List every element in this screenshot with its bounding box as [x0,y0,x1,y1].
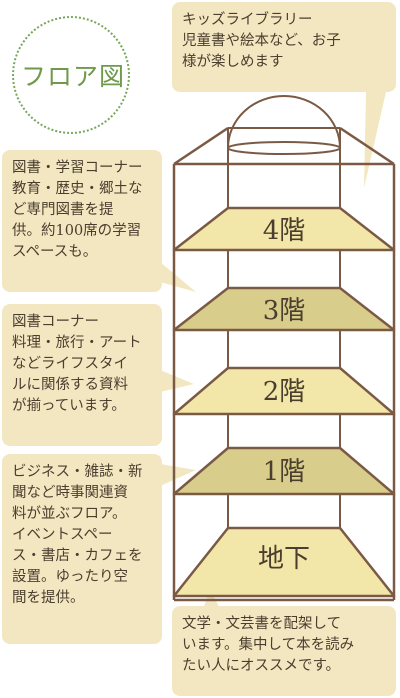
dome-base [227,141,341,155]
floor4-callout-tail [160,262,196,292]
floor3-line-1: 図書コーナー [12,314,99,330]
title: フロア図 [20,62,125,91]
floor1-line-7: 間を提供。 [12,590,85,606]
floor1-line-5: ス・書店・カフェを [12,548,143,564]
basement-line-2: います。集中して本を読み [182,637,355,653]
floor1-line-1: ビジネス・雑誌・新 [12,464,143,480]
basement-line-1: 文学・文芸書を配架して [182,616,342,632]
roof-left [173,126,229,166]
floor-basement-label: 地下 [258,544,310,574]
kids-callout-tail [364,92,386,188]
floor4-callout: 図書・学習コーナー 教育・歴史・郷土な ど専門図書を提 供。約100席の学習 ス… [2,150,162,292]
floor3-callout-tail [160,370,194,392]
floor-3-plate [172,286,396,332]
floor3-line-3: などライフスタイ [12,356,128,372]
kids-library-callout: キッズライブラリー 児童書や絵本など、お子 様が楽しめます [172,2,396,92]
floor-1-plate [172,446,396,496]
roof-right [339,126,395,166]
floor4-line-5: スペースも。 [12,244,98,260]
dome [226,95,342,149]
floor1-line-4: イベントスペー [12,527,113,543]
floor4-line-3: ど専門図書を提 [12,202,114,218]
floor4-line-4: 供。約100席の学習 [12,223,142,239]
floor3-line-4: ルに関係する資料 [12,377,128,393]
floor1-line-6: 設置。ゆったり空 [12,569,128,585]
floor4-line-1: 図書・学習コーナー [12,160,143,176]
floor3-line-5: が揃っています。 [12,398,126,414]
floor3-callout: 図書コーナー 料理・旅行・アート などライフスタイ ルに関係する資料 が揃ってい… [2,304,162,446]
floor-4: 4階 [172,206,396,252]
floor-4-plate [172,206,396,252]
floor-4-label: 4階 [263,216,306,246]
floor4-line-2: 教育・歴史・郷土な [12,181,143,197]
floor1-callout: ビジネス・雑誌・新 聞など時事関連資 料が並ぶフロア。 イベントスペー ス・書店… [2,454,162,644]
title-badge: フロア図 [12,16,130,134]
basement-callout: 文学・文芸書を配架して います。集中して本を読み たい人にオススメです。 [172,606,396,696]
floor3-line-2: 料理・旅行・アート [12,335,142,351]
floor-basement: 地下 [172,526,396,598]
floor-3: 3階 [172,286,396,332]
kids-line-3: 様が楽しめます [182,54,284,70]
floor-basement-plate [172,526,396,598]
basement-line-3: たい人にオススメです。 [182,658,341,674]
floor-2: 2階 [172,366,396,416]
floor1-line-2: 聞など時事関連資 [12,485,128,501]
floor-3-label: 3階 [263,296,306,326]
floor1-line-3: 料が並ぶフロア。 [12,506,127,522]
kids-line-1: キッズライブラリー [182,12,313,28]
floor-1: 1階 [172,446,396,496]
floor-2-label: 2階 [263,377,306,407]
floor-1-label: 1階 [263,457,306,487]
kids-line-2: 児童書や絵本など、お子 [182,33,341,49]
floor1-callout-tail [160,464,196,486]
floor-2-plate [172,366,396,416]
